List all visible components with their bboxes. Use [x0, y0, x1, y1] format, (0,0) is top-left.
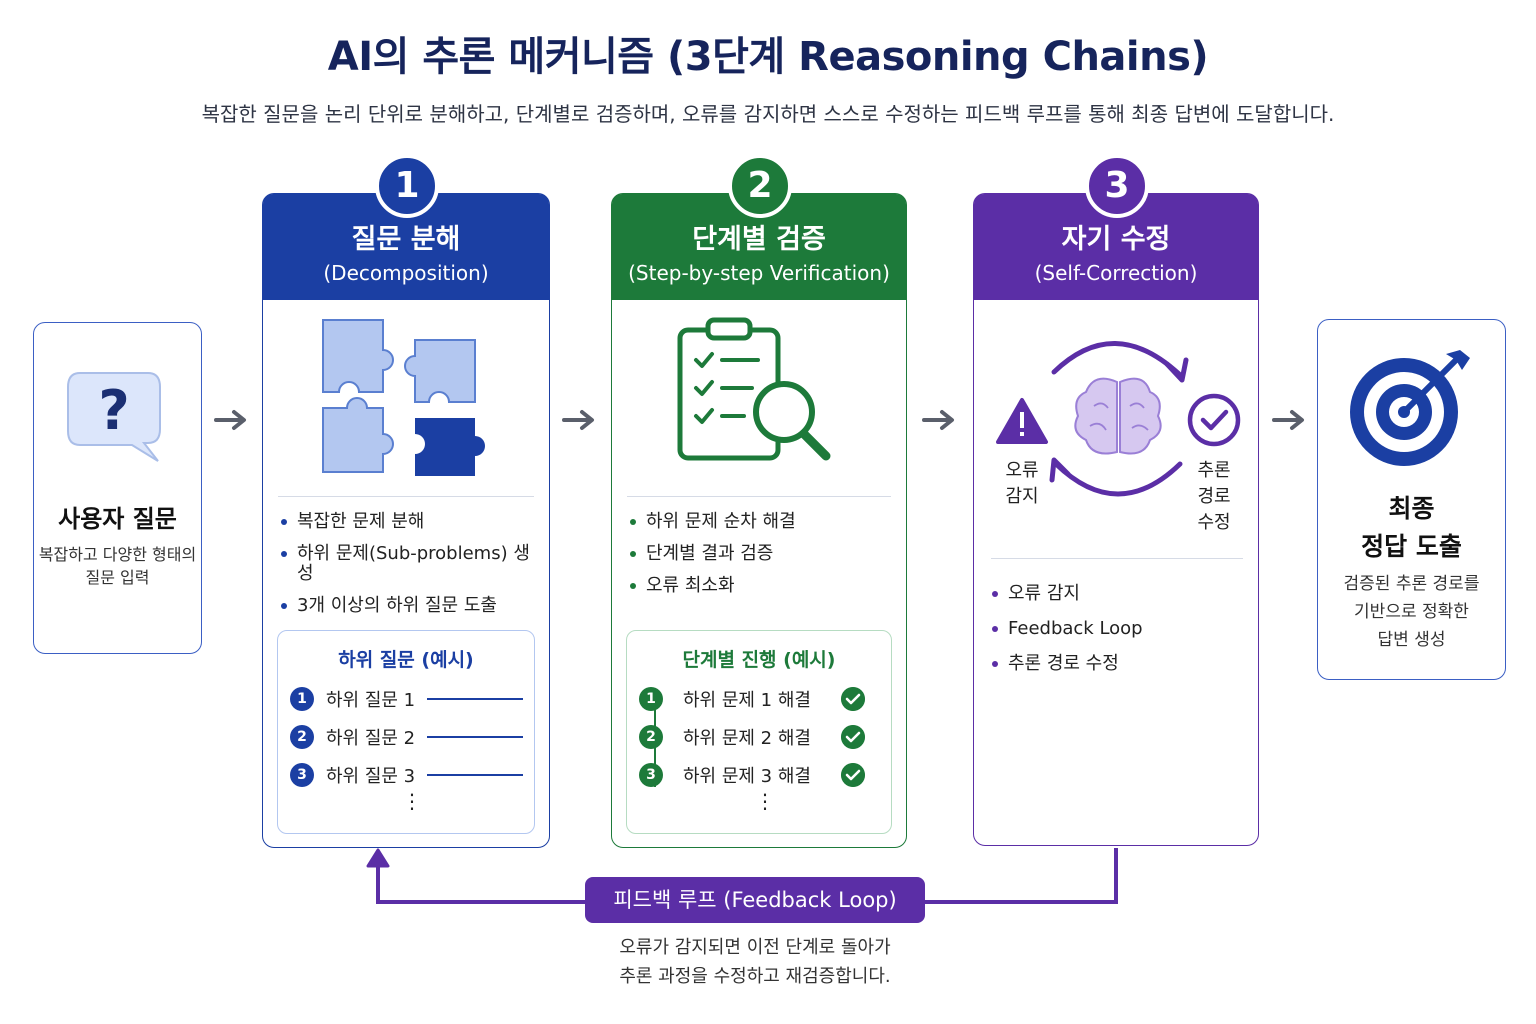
brain-cycle-icon [996, 341, 1241, 497]
stage-english-name: (Step-by-step Verification) [628, 261, 890, 286]
step-number: 3 [639, 763, 663, 787]
check-icon [841, 763, 865, 787]
stage-number-badge: 1 [375, 154, 439, 218]
puzzle-pieces-icon [322, 319, 485, 476]
flow-arrow-icon [922, 410, 954, 430]
svg-text:?: ? [98, 379, 129, 442]
feedback-loop-desc: 오류가 감지되면 이전 단계로 돌아가 추론 과정을 수정하고 재검증합니다. [619, 937, 891, 987]
stage-name: 질문 분해 [351, 224, 461, 255]
stage-name: 자기 수정 [1061, 224, 1171, 255]
question-bubble-icon: ? [67, 372, 161, 462]
stage-bullet-list: 복잡한 문제 분해 하위 문제(Sub-problems) 생성 3개 이상의 … [279, 512, 541, 628]
clipboard-search-icon [677, 317, 831, 461]
more-indicator: ⋮ [402, 789, 422, 813]
stage-number-badge: 3 [1085, 154, 1149, 218]
error-detect-label: 오류 감지 [1005, 460, 1039, 507]
bullet-item: 단계별 결과 검증 [628, 544, 896, 564]
bullet-item: 복잡한 문제 분해 [279, 512, 541, 532]
flow-arrow-icon [214, 410, 246, 430]
user-question-title: 사용자 질문 [58, 505, 177, 533]
step-number: 1 [290, 687, 314, 711]
check-icon [841, 725, 865, 749]
step-number: 2 [639, 725, 663, 749]
stage-self-correction: 자기 수정 (Self-Correction) 3 오류 감지 [973, 154, 1259, 846]
flow-arrow-icon [562, 410, 594, 430]
bullet-item: 추론 경로 수정 [990, 654, 1250, 674]
step-number: 2 [290, 725, 314, 749]
bullet-item: 하위 문제(Sub-problems) 생성 [279, 544, 541, 584]
flow-arrow-icon [1272, 410, 1304, 430]
bullet-item: 3개 이상의 하위 질문 도출 [279, 596, 541, 616]
stage-english-name: (Self-Correction) [1034, 261, 1198, 286]
stage-bullet-list: 오류 감지 Feedback Loop 추론 경로 수정 [990, 584, 1250, 686]
divider [278, 496, 534, 497]
bullet-item: 오류 최소화 [628, 576, 896, 596]
stage-name: 단계별 검증 [692, 224, 826, 255]
stage-english-name: (Decomposition) [323, 261, 489, 286]
user-question-desc: 복잡하고 다양한 형태의 질문 입력 [38, 545, 197, 588]
step-number: 1 [639, 687, 663, 711]
brain-cycle-icon: 오류 감지 추론 경로 수정 [974, 300, 1258, 533]
stage-decomposition: 질문 분해 (Decomposition) 1 복잡한 문제 분해 하위 문제(… [262, 154, 550, 848]
final-answer-card: 최종 정답 도출 검증된 추론 경로를 기반으로 정확한 답변 생성 [1317, 319, 1506, 680]
target-arrow-icon [1350, 350, 1470, 466]
step-number: 3 [290, 763, 314, 787]
final-answer-desc: 검증된 추론 경로를 기반으로 정확한 답변 생성 [1343, 574, 1480, 650]
stage-verification: 단계별 검증 (Step-by-step Verification) 2 하위 … [611, 154, 907, 848]
divider [627, 496, 891, 497]
page-subtitle: 복잡한 질문을 논리 단위로 분해하고, 단계별로 검증하며, 오류를 감지하면… [201, 102, 1335, 126]
page-title: AI의 추론 메커니즘 (3단계 Reasoning Chains) [327, 34, 1209, 80]
stage-bullet-list: 하위 문제 순차 해결 단계별 결과 검증 오류 최소화 [628, 512, 896, 608]
bullet-item: Feedback Loop [990, 619, 1250, 639]
more-indicator: ⋮ [755, 789, 775, 813]
stage-header: 자기 수정 (Self-Correction) [974, 194, 1258, 300]
example-title: 하위 질문 (예시) [338, 649, 474, 671]
check-icon [841, 687, 865, 711]
final-answer-title: 최종 정답 도출 [1361, 494, 1462, 561]
example-title: 단계별 진행 (예시) [682, 649, 836, 671]
divider [991, 558, 1243, 559]
stage-number-badge: 2 [728, 154, 792, 218]
user-question-card: ? 사용자 질문 복잡하고 다양한 형태의 질문 입력 [33, 322, 202, 654]
path-fix-label: 추론 경로 수정 [1197, 460, 1231, 533]
bullet-item: 하위 문제 순차 해결 [628, 512, 896, 532]
feedback-loop-label: 피드백 루프 (Feedback Loop) [585, 877, 925, 923]
bullet-item: 오류 감지 [990, 584, 1250, 604]
